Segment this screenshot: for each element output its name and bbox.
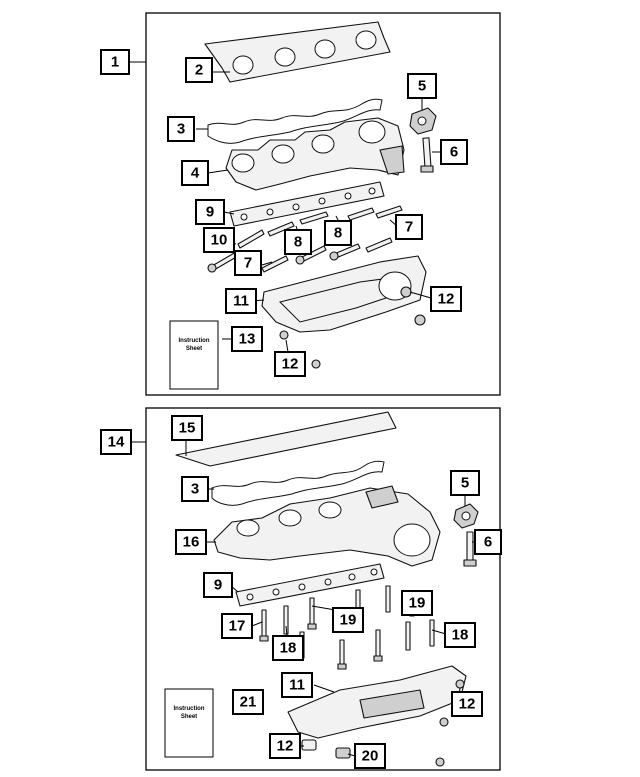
callout-15: 15: [171, 415, 203, 441]
part-heat-shield-upper: [261, 255, 427, 369]
svg-text:12: 12: [282, 356, 299, 373]
svg-text:11: 11: [233, 293, 249, 310]
panel-upper-frame: [145, 12, 501, 396]
svg-text:Instruction: Instruction: [174, 706, 205, 712]
callout-17: 17: [221, 613, 253, 639]
svg-text:Sheet: Sheet: [181, 714, 197, 720]
part-heat-shield-lower: [287, 665, 467, 767]
callout-16: 16: [175, 529, 207, 555]
part-sensor-lower: [453, 503, 479, 529]
callout-12-upper-right: 12: [430, 286, 462, 312]
callout-8-left: 8: [284, 229, 312, 255]
part-bolts-upper: [207, 205, 403, 273]
svg-text:10: 10: [211, 232, 228, 249]
svg-text:8: 8: [334, 225, 342, 242]
callout-6-lower: 6: [474, 529, 502, 555]
part-exhaust-manifold-upper: [225, 117, 405, 191]
svg-text:7: 7: [405, 219, 413, 236]
svg-text:21: 21: [240, 694, 257, 711]
part-stud-lower: [463, 531, 477, 567]
svg-text:4: 4: [191, 165, 200, 182]
svg-text:13: 13: [239, 331, 256, 348]
instruction-sheet-upper: Instruction Sheet: [169, 320, 219, 390]
svg-text:11: 11: [289, 677, 305, 694]
callout-12-lower-right: 12: [451, 691, 483, 717]
part-flat-gasket-upper: [229, 181, 385, 227]
callout-5-lower: 5: [450, 470, 480, 496]
callout-12-upper-bottom: 12: [274, 351, 306, 377]
callout-7-upper-left: 7: [234, 250, 262, 276]
svg-text:6: 6: [450, 144, 458, 161]
callout-18-left: 18: [272, 635, 304, 661]
svg-text:12: 12: [459, 696, 476, 713]
callout-14: 14: [100, 429, 132, 455]
svg-text:3: 3: [177, 121, 185, 138]
svg-text:20: 20: [362, 748, 379, 765]
callout-19-right: 19: [401, 590, 433, 616]
callout-3-lower: 3: [181, 476, 209, 502]
svg-text:12: 12: [277, 738, 294, 755]
part-gasket-upper: [207, 98, 383, 144]
part-sensor-upper: [409, 107, 437, 135]
callout-7-upper-right: 7: [395, 214, 423, 240]
instruction-sheet-lower: Instruction Sheet: [164, 688, 214, 758]
part-stud-upper: [420, 137, 434, 173]
part-gasket-lower: [211, 460, 385, 506]
svg-text:9: 9: [206, 204, 214, 221]
svg-text:17: 17: [229, 618, 246, 635]
svg-text:2: 2: [195, 62, 203, 79]
callout-20: 20: [354, 743, 386, 769]
svg-text:19: 19: [409, 595, 426, 612]
svg-text:1: 1: [111, 54, 119, 71]
svg-text:9: 9: [214, 577, 222, 594]
svg-text:15: 15: [179, 420, 196, 437]
part-flat-gasket-lower: [235, 563, 385, 607]
callout-11-lower: 11: [281, 672, 313, 698]
callout-3-upper: 3: [167, 116, 195, 142]
svg-text:6: 6: [484, 534, 492, 551]
svg-text:16: 16: [183, 534, 200, 551]
svg-text:19: 19: [340, 612, 357, 629]
svg-text:5: 5: [461, 475, 469, 492]
part-heat-shield-plate: [204, 21, 391, 83]
svg-text:Instruction: Instruction: [179, 338, 210, 344]
callout-11-upper: 11: [225, 288, 257, 314]
svg-text:3: 3: [191, 481, 199, 498]
svg-text:8: 8: [294, 234, 302, 251]
svg-text:5: 5: [418, 78, 426, 95]
svg-text:18: 18: [280, 640, 297, 657]
svg-text:Sheet: Sheet: [186, 346, 202, 352]
callout-13: 13: [231, 326, 263, 352]
callout-9-upper: 9: [195, 199, 225, 225]
callout-19-left: 19: [332, 607, 364, 633]
callout-5-upper: 5: [407, 73, 437, 99]
callout-6-upper: 6: [440, 139, 468, 165]
part-heat-shield-strip: [175, 411, 397, 467]
callout-1: 1: [100, 49, 130, 75]
panel-lower-frame: [145, 407, 501, 771]
callout-21: 21: [232, 689, 264, 715]
callout-4: 4: [181, 160, 209, 186]
callout-8-right: 8: [324, 220, 352, 246]
callout-10: 10: [203, 227, 235, 253]
part-exhaust-manifold-lower: [213, 485, 441, 567]
svg-text:18: 18: [452, 627, 469, 644]
svg-text:7: 7: [244, 255, 252, 272]
callout-2: 2: [185, 57, 213, 83]
svg-text:14: 14: [108, 434, 125, 451]
svg-text:12: 12: [438, 291, 455, 308]
callout-12-lower-left: 12: [269, 733, 301, 759]
callout-9-lower: 9: [203, 572, 233, 598]
callout-18-right: 18: [444, 622, 476, 648]
